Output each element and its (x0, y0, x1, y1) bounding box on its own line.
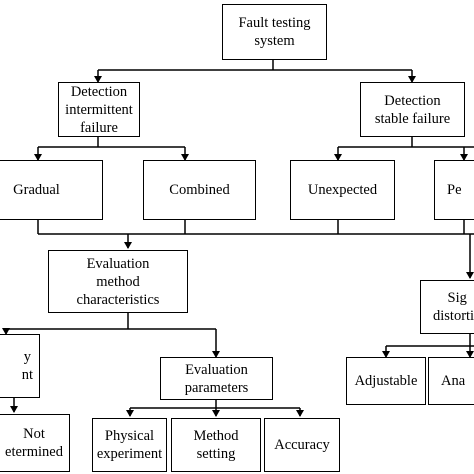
node-evaluation-parameters: Evaluation parameters (160, 357, 273, 400)
node-fault-testing-system: Fault testing system (222, 4, 327, 60)
node-gradual: Gradual (0, 160, 103, 220)
node-analog-partial: Ana (428, 357, 474, 405)
edge-evaluation-method (6, 313, 216, 330)
node-not-determined-partial: Not etermined (0, 414, 70, 472)
node-accuracy: Accuracy (264, 418, 340, 472)
edge-evaluation-parameters (130, 400, 300, 409)
node-physical-experiment: Physical experiment (92, 418, 167, 472)
node-detection-stable-failure: Detection stable failure (360, 82, 465, 137)
node-left-partial: y nt (0, 334, 40, 398)
node-signal-distortion-partial: Sig distortio (420, 280, 474, 334)
node-unexpected: Unexpected (290, 160, 395, 220)
edge-signal (386, 334, 474, 347)
edge-intermittent (38, 137, 185, 148)
edge-stable (338, 137, 474, 148)
node-detection-intermittent-failure: Detection intermittent failure (58, 82, 140, 137)
node-periodic-partial: Pe (434, 160, 474, 220)
edge-collector (37, 220, 474, 235)
node-evaluation-method-characteristics: Evaluation method characteristics (48, 250, 188, 313)
node-method-setting: Method setting (171, 418, 261, 472)
node-adjustable: Adjustable (346, 357, 426, 405)
node-combined: Combined (143, 160, 256, 220)
edge-root (98, 60, 412, 71)
